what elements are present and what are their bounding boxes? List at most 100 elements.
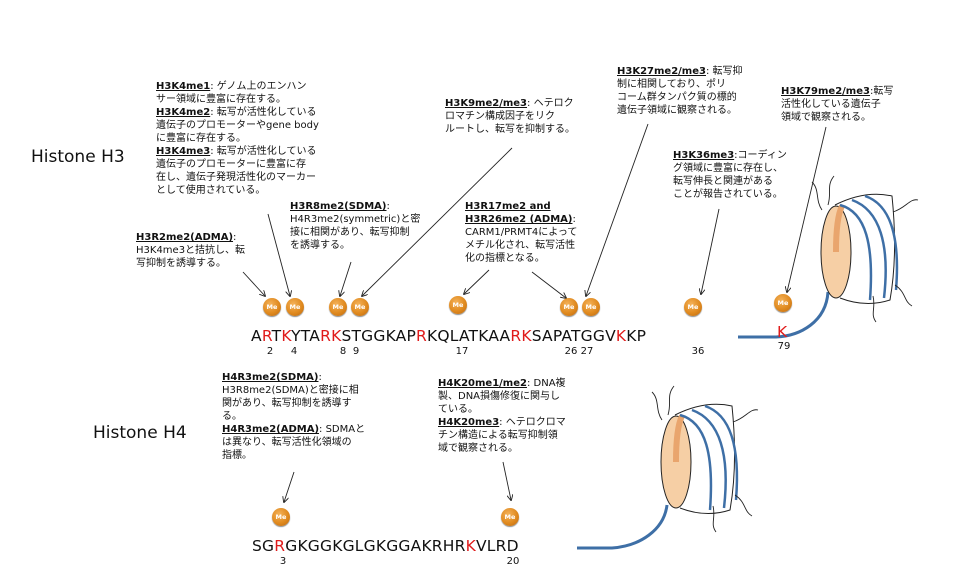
histone-h4-title: Histone H4: [93, 423, 187, 443]
h4-nucleosome-icon: [651, 385, 759, 533]
position-number: 17: [455, 346, 469, 357]
me-ball-h4k20: Me: [501, 508, 519, 526]
annotation-heading: H3K9me2/me3: [445, 98, 528, 109]
annotation-h3r8: H3R8me2(SDMA): H4R3me2(symmetric)と密 接に相関…: [290, 200, 450, 252]
position-number: 2: [266, 346, 274, 357]
annotation-h3k9: H3K9me2/me3: ヘテロク ロマチン構成因子をリク ルートし、転写を抑制…: [445, 97, 595, 136]
sequence-segment: VLRD: [475, 537, 519, 555]
annotation-h3k79: H3K79me2/me3:転写 活性化している遺伝子 領域で観察される。: [781, 85, 906, 124]
h3-sequence: ARTKYTARKSTGGKAPRKQLATKAARKSAPATGGVKKP: [251, 327, 646, 345]
annotation-heading: H3K4me1: [156, 81, 211, 92]
sequence-segment: SG: [252, 537, 275, 555]
annotation-text: : ヘテロク ロマチン構成因子をリク ルートし、転写を抑制する。: [445, 98, 575, 135]
modified-residue: K: [615, 327, 627, 345]
modified-residue: K: [281, 327, 292, 345]
annotation-text: : 転写が活性化している 遺伝子のプロモーターやgene body に豊富に存在…: [156, 107, 319, 144]
annotation-text: : H3R8me2(SDMA)と密接に相 関があり、転写抑制を誘導す る。: [222, 372, 359, 422]
annotation-text: :転写 活性化している遺伝子 領域で観察される。: [781, 86, 894, 123]
h3-k79-residue: K: [777, 323, 788, 341]
arrow-h3r26: [531, 271, 566, 298]
h3-tail-line: [738, 291, 830, 339]
annotation-text: : CARM1/PRMT4によって メチル化され、転写活性 化の指標となる。: [465, 214, 578, 264]
sequence-segment: KP: [626, 327, 647, 345]
annotation-heading: H3R2me2(ADMA): [136, 232, 234, 243]
position-number: 36: [691, 346, 705, 357]
annotation-text: : DNA複 製、DNA損傷修復に関与し ている。: [438, 378, 566, 415]
annotation-text: : H4R3me2(symmetric)と密 接に相関があり、転写抑制 を誘導す…: [290, 201, 421, 251]
annotation-heading: H3K36me3: [673, 150, 735, 161]
annotation-text: : 転写抑 制に相関しており、ポリ コーム群タンパク質の標的 遺伝子領域に観察さ…: [617, 66, 743, 116]
modified-residue: K: [465, 537, 476, 555]
annotation-text: : ゲノム上のエンハン サー領域に豊富に存在する。: [156, 81, 307, 105]
position-number: 27: [580, 346, 594, 357]
arrow-h3k27: [586, 123, 649, 296]
me-ball-h3k36: Me: [684, 298, 702, 316]
h4-sequence: SGRGKGGKGLGKGGAKRHRKVLRD: [252, 537, 519, 555]
sequence-segment: KQLATKAA: [427, 327, 511, 345]
annotation-text: : SDMAと は異なり、転写活性化領域の 指標。: [222, 424, 366, 461]
me-ball-h3r17: Me: [449, 296, 467, 314]
annotation-h3k36: H3K36me3:コーディン グ領域に豊富に存在し、 転写伸長と関連がある こと…: [673, 149, 803, 201]
arrow-h3k9: [362, 147, 513, 296]
annotation-heading: H4R3me2(SDMA): [222, 372, 319, 383]
modified-residue: R: [261, 327, 272, 345]
sequence-segment: A: [251, 327, 262, 345]
arrow-h4k20: [502, 461, 511, 500]
annotation-h4k20: H4K20me1/me2: DNA複 製、DNA損傷修復に関与し ている。 H4…: [438, 377, 578, 455]
annotation-heading: H3K4me3: [156, 146, 211, 157]
modified-residue: R: [416, 327, 427, 345]
h3-nucleosome-icon: [811, 175, 919, 323]
annotation-text: : ヘテロクロマ チン構造による転写抑制領 域で観察される。: [438, 417, 566, 454]
arrow-h3k4: [267, 213, 290, 296]
annotation-heading: H3R17me2 and H3R26me2 (ADMA): [465, 201, 573, 225]
modified-residue: R: [320, 327, 332, 345]
arrow-h3r8: [340, 261, 352, 296]
arrow-h4r3: [284, 471, 295, 502]
position-number: 26: [564, 346, 578, 357]
me-ball-h3r26: Me: [560, 298, 578, 316]
position-number: 20: [506, 556, 520, 567]
me-ball-h3k9: Me: [351, 298, 369, 316]
arrow-h3k79: [787, 126, 827, 292]
sequence-segment: YTA: [291, 327, 321, 345]
position-number: 3: [279, 556, 287, 567]
arrow-h3k36: [701, 208, 720, 294]
arrow-h3r17: [464, 269, 490, 294]
position-number: 79: [777, 341, 791, 352]
annotation-text: : 転写が活性化している 遺伝子のプロモーターに豊富に存 在し、遺伝子発現活性化…: [156, 146, 317, 196]
position-number: 8: [339, 346, 347, 357]
modified-residue: K: [521, 327, 532, 345]
me-ball-h3r2: Me: [263, 298, 281, 316]
annotation-h3k4: H3K4me1: ゲノム上のエンハン サー領域に豊富に存在する。 H3K4me2…: [156, 80, 366, 197]
me-ball-h3k4: Me: [286, 298, 304, 316]
sequence-segment: STGGKAP: [341, 327, 417, 345]
me-ball-h4r3: Me: [272, 508, 290, 526]
annotation-heading: H3K4me2: [156, 107, 211, 118]
position-number: 4: [290, 346, 298, 357]
annotation-h3k27: H3K27me2/me3: 転写抑 制に相関しており、ポリ コーム群タンパク質の…: [617, 65, 762, 117]
me-ball-h3k27: Me: [582, 298, 600, 316]
h4-tail-line: [577, 504, 669, 550]
annotation-h3r2: H3R2me2(ADMA): H3K4me3と拮抗し、転 写抑制を誘導する。: [136, 231, 261, 270]
me-ball-h3r8: Me: [329, 298, 347, 316]
modified-residue: R: [274, 537, 286, 555]
arrow-h3r2: [242, 271, 265, 296]
position-number: 9: [352, 346, 360, 357]
annotation-text: : H3K4me3と拮抗し、転 写抑制を誘導する。: [136, 232, 246, 269]
annotation-text: :コーディン グ領域に豊富に存在し、 転写伸長と関連がある ことが報告されている…: [673, 150, 787, 200]
annotation-h4r3: H4R3me2(SDMA): H3R8me2(SDMA)と密接に相 関があり、転…: [222, 371, 382, 462]
annotation-heading: H4R3me2(ADMA): [222, 424, 320, 435]
sequence-segment: SAPATGGV: [531, 327, 616, 345]
modified-residue: K: [331, 327, 342, 345]
annotation-h3r17: H3R17me2 and H3R26me2 (ADMA): CARM1/PRMT…: [465, 200, 600, 265]
annotation-heading: H4K20me3: [438, 417, 500, 428]
annotation-heading: H4K20me1/me2: [438, 378, 527, 389]
annotation-heading: H3R8me2(SDMA): [290, 201, 387, 212]
histone-h3-title: Histone H3: [31, 147, 125, 167]
sequence-segment: GKGGKGLGKGGAKRHR: [285, 537, 466, 555]
annotation-heading: H3K27me2/me3: [617, 66, 706, 77]
modified-residue: R: [510, 327, 522, 345]
me-ball-h3k79: Me: [774, 294, 792, 312]
annotation-heading: H3K79me2/me3: [781, 86, 870, 97]
